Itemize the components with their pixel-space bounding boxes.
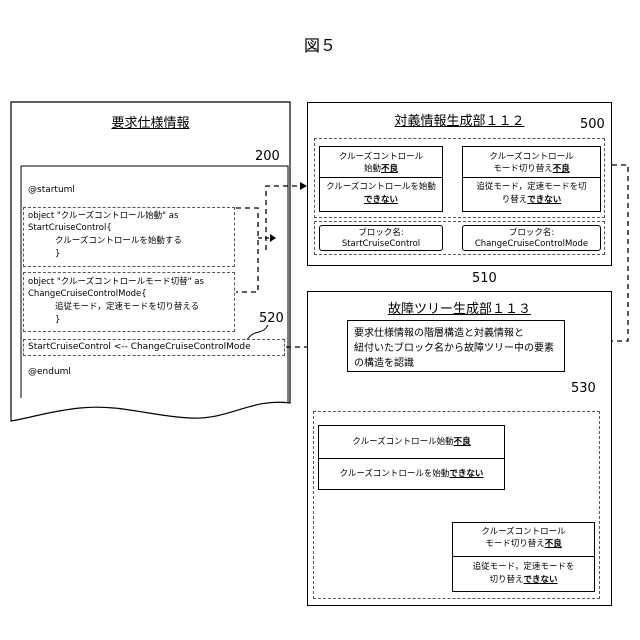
top-event-body-plain: クルーズコントロールを始動 — [340, 469, 450, 479]
relation-text: StartCruiseControl <-- ChangeCruiseContr… — [28, 341, 251, 353]
card2-body2-plain: り替え — [502, 195, 528, 205]
block-group-number: 510 — [472, 271, 497, 286]
spec-title: 要求仕様情報 — [11, 112, 290, 131]
top-event-body: クルーズコントロールを始動できない — [318, 468, 505, 480]
child-event-head2-bold: 不良 — [545, 539, 562, 549]
child-event-head1: クルーズコントロール — [452, 526, 595, 538]
spec-doc-number: 200 — [255, 149, 280, 164]
block2-line3: 追従モード，定速モードを切り替える — [55, 301, 199, 313]
top-event-head-bold: 不良 — [454, 437, 471, 447]
block1-line3: クルーズコントロールを始動する — [55, 235, 182, 247]
card1-body1: クルーズコントロールを始動 — [319, 181, 443, 193]
top-event-head-plain: クルーズコントロール始動 — [352, 437, 453, 447]
bracket-blocks — [236, 208, 258, 292]
block1-line2: StartCruiseControl{ — [28, 222, 112, 234]
child-event-divider — [452, 556, 595, 557]
generator-group-number: 500 — [580, 117, 605, 132]
child-event-body2-plain: 切り替え — [489, 575, 523, 585]
top-event-divider — [318, 458, 505, 459]
block1-line4: } — [55, 248, 60, 260]
card2-divider — [462, 177, 601, 178]
block2-line4: } — [55, 314, 60, 326]
child-event-head2-plain: モード切り替え — [485, 539, 545, 549]
card2-head2: モード切り替え不良 — [462, 163, 601, 175]
figure-title: 図５ — [0, 32, 640, 56]
child-event-body2-bold: できない — [524, 575, 558, 585]
block2-line1: object "クルーズコントロールモード切替" as — [28, 276, 204, 288]
card2-head2-bold: 不良 — [553, 164, 570, 174]
child-event-body1: 追従モード，定速モードを — [452, 561, 595, 573]
card2-head2-plain: モード切り替え — [493, 164, 553, 174]
card1-divider — [319, 177, 443, 178]
child-event-body2: 切り替えできない — [452, 574, 595, 586]
block-tag-mode-name: ChangeCruiseControlMode — [462, 238, 601, 250]
block1-line1: object "クルーズコントロール始動" as — [28, 210, 178, 222]
card1-body2: できない — [319, 194, 443, 206]
tree-number: 530 — [571, 381, 596, 396]
card2-body2-bold: できない — [527, 195, 561, 205]
child-event-head2: モード切り替え不良 — [452, 538, 595, 550]
process-line2: 紐付いたブロック名から故障ツリー中の要素 — [354, 339, 554, 354]
enduml-text: @enduml — [28, 366, 71, 378]
card1-head1: クルーズコントロール — [319, 151, 443, 163]
fault-tree-title: 故障ツリー生成部１１３ — [307, 298, 612, 317]
block2-line2: ChangeCruiseControlMode{ — [28, 288, 147, 300]
card1-head2-plain: 始動 — [364, 164, 381, 174]
generator-title: 対義情報生成部１１２ — [307, 110, 612, 129]
card2-body1: 追従モード，定速モードを切 — [462, 181, 601, 193]
process-line1: 要求仕様情報の階層構造と対義情報と — [354, 324, 524, 339]
block-tag-start-name: StartCruiseControl — [319, 238, 443, 250]
card1-head2-bold: 不良 — [381, 164, 398, 174]
arrow-spec-to-generator — [266, 186, 300, 250]
top-event-body-bold: できない — [449, 469, 483, 479]
card1-head2: 始動不良 — [319, 163, 443, 175]
card2-body2: り替えできない — [462, 194, 601, 206]
relation-number: 520 — [259, 311, 284, 326]
leader-520 — [247, 325, 268, 340]
process-line3: の構造を認識 — [354, 354, 414, 369]
top-event-head: クルーズコントロール始動不良 — [318, 436, 505, 448]
startuml-text: @startuml — [28, 184, 75, 196]
card2-head1: クルーズコントロール — [462, 151, 601, 163]
